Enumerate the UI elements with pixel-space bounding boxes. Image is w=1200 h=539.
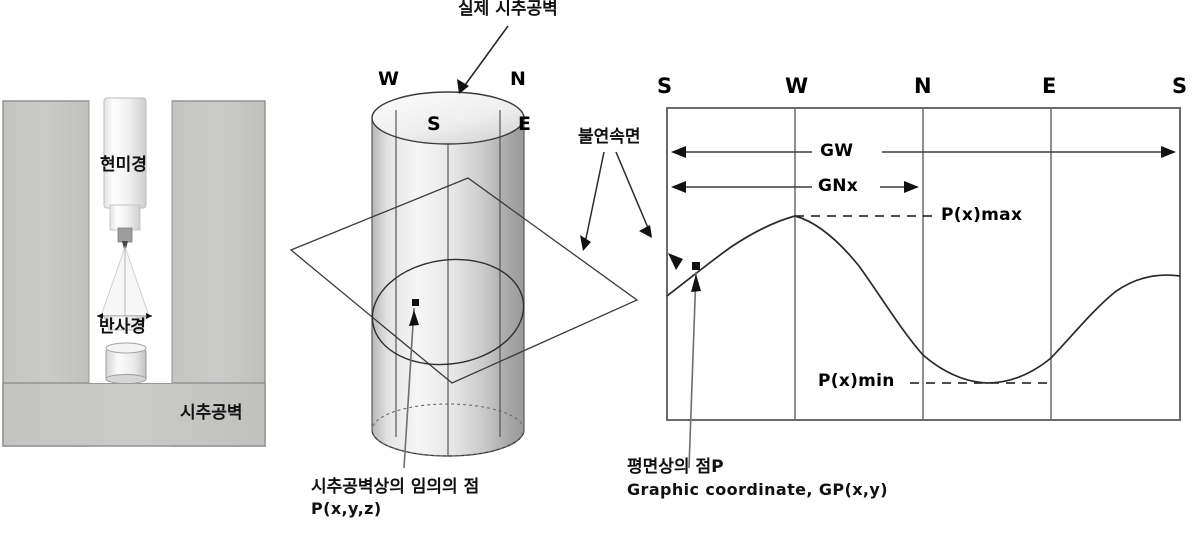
gnx-measure-arrow (671, 181, 919, 193)
pmax-label: P(x)max (941, 205, 1023, 225)
cylinder-meridian-lines (395, 110, 501, 456)
discontinuity-leader-lines (580, 151, 652, 251)
compass-label-n-cylinder: N (510, 68, 526, 90)
point-p-marker-cylinder (403, 299, 419, 469)
plot-gridlines (794, 108, 1052, 420)
reflector-body (103, 315, 147, 384)
axis-tick-w: W (785, 74, 809, 98)
axis-tick-e: E (1042, 74, 1057, 98)
borehole-wall-label: 시추공벽 (180, 403, 243, 423)
axis-tick-n: N (914, 74, 933, 98)
graph-point-caption-line1: 평면상의 점P (627, 457, 724, 477)
title-leader-line (457, 25, 509, 94)
discontinuity-label: 불연속면 (578, 127, 641, 147)
gnx-label: GNx (818, 176, 859, 196)
figure-title-label: 실제 시추공벽 (458, 0, 558, 19)
reflector-label: 반사경 (99, 317, 146, 337)
gw-label: GW (820, 141, 854, 161)
graph-point-caption-line2: Graphic coordinate, GP(x,y) (627, 480, 888, 499)
compass-label-w-cylinder: W (378, 68, 399, 90)
compass-label-s-cylinder: S (427, 113, 441, 135)
cylinder-point-caption-line1: 시추공벽상의 임의의 점 (311, 477, 480, 497)
microscope-body (103, 97, 147, 249)
discontinuity-curve (666, 215, 1181, 384)
point-gp-marker (688, 262, 701, 469)
microscope-label: 현미경 (100, 155, 147, 175)
axis-tick-s-left: S (657, 74, 673, 98)
axis-tick-s-right: S (1172, 74, 1188, 98)
discontinuity-plane (289, 177, 639, 384)
cylinder-point-caption-line2: P(x,y,z) (311, 499, 382, 518)
compass-label-e-cylinder: E (518, 113, 531, 135)
pmin-label: P(x)min (818, 371, 895, 391)
projection-arrow (668, 253, 683, 270)
gw-measure-arrow (671, 146, 1176, 158)
intersection-ellipse (371, 258, 525, 366)
